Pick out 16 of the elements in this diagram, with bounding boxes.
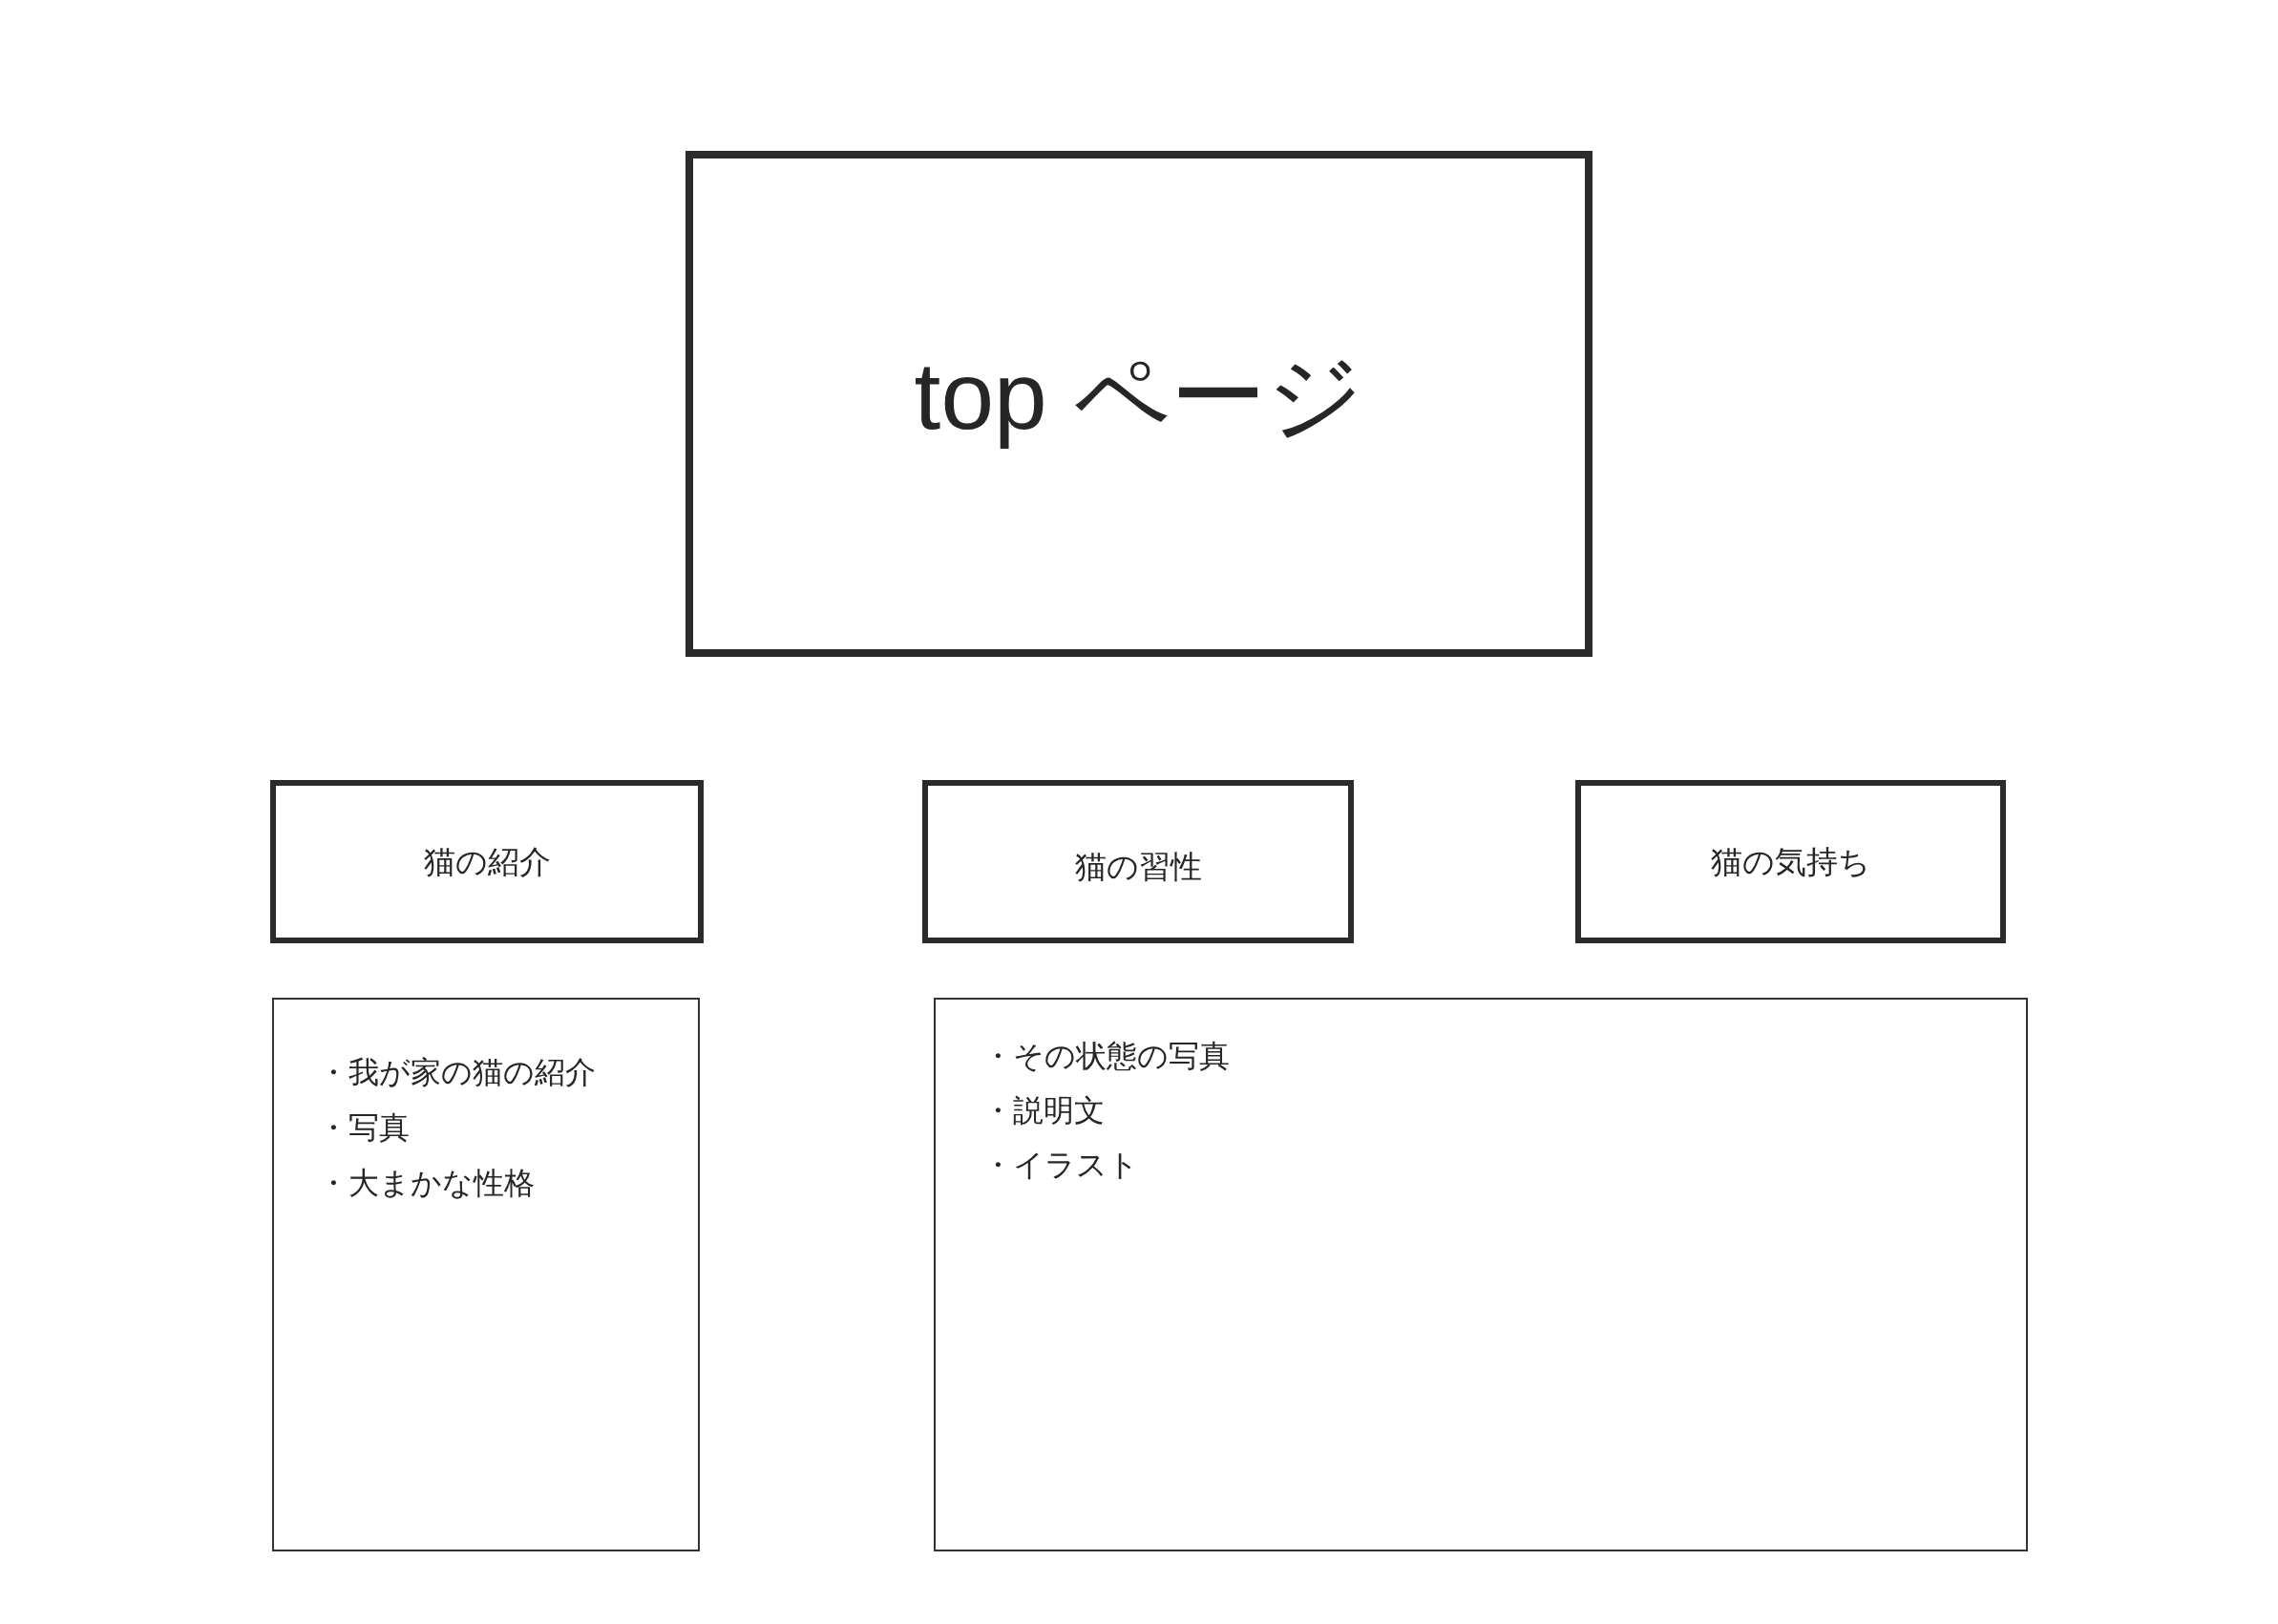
list-item: ・写真 bbox=[318, 1109, 410, 1147]
section-label: 猫の習性 bbox=[1074, 848, 1202, 885]
list-item: ・我が家の猫の紹介 bbox=[318, 1054, 596, 1091]
list-item: ・説明文 bbox=[982, 1092, 1105, 1129]
section-label: 猫の気持ち bbox=[1711, 843, 1870, 880]
section-box bbox=[270, 780, 704, 943]
section-box bbox=[1575, 780, 2006, 943]
content-box bbox=[272, 998, 700, 1551]
section-label: 猫の紹介 bbox=[423, 843, 551, 880]
list-item: ・イラスト bbox=[982, 1147, 1139, 1184]
list-item: ・大まかな性格 bbox=[318, 1165, 535, 1202]
page-title: top ページ bbox=[914, 340, 1364, 451]
list-item: ・その状態の写真 bbox=[982, 1038, 1230, 1075]
content-box bbox=[934, 998, 2028, 1551]
page-box bbox=[686, 151, 1592, 657]
section-box bbox=[922, 780, 1354, 943]
